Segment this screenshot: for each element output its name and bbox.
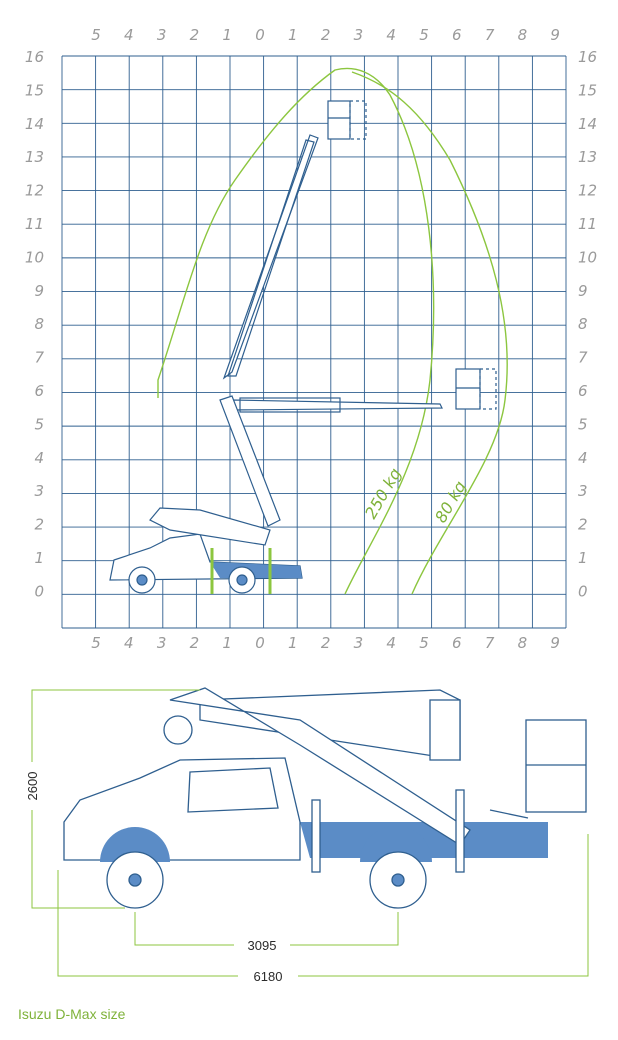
bottom-x-tick-label: 2 bbox=[321, 634, 331, 652]
bottom-x-tick-label: 8 bbox=[518, 634, 528, 652]
caption: Isuzu D-Max size bbox=[18, 1006, 126, 1022]
left-y-tick-label: 12 bbox=[25, 182, 44, 200]
right-y-tick-label: 4 bbox=[578, 449, 588, 467]
right-y-tick-label: 7 bbox=[578, 349, 588, 367]
bottom-x-axis: 5 4 3 2 1 0 1 2 3 4 5 6 7 8 9 bbox=[91, 634, 560, 652]
right-y-tick-label: 0 bbox=[578, 582, 588, 600]
left-y-tick-label: 10 bbox=[25, 248, 44, 266]
lower-boom bbox=[219, 395, 281, 527]
top-x-tick-label: 4 bbox=[124, 26, 134, 44]
top-x-axis: 5 4 3 2 1 0 1 2 3 4 5 6 7 8 9 bbox=[91, 26, 560, 44]
right-y-tick-label: 10 bbox=[578, 248, 597, 266]
right-y-tick-label: 16 bbox=[578, 48, 597, 66]
bottom-x-tick-label: 6 bbox=[452, 634, 462, 652]
top-x-tick-label: 1 bbox=[288, 26, 298, 44]
horizontal-boom bbox=[231, 399, 443, 411]
left-y-tick-label: 16 bbox=[25, 48, 44, 66]
top-x-tick-label: 6 bbox=[452, 26, 462, 44]
bottom-x-tick-label: 4 bbox=[386, 634, 396, 652]
grid bbox=[61, 55, 567, 629]
basket-top bbox=[327, 100, 351, 140]
bottom-x-tick-label: 0 bbox=[255, 634, 265, 652]
right-y-tick-label: 2 bbox=[578, 516, 588, 534]
right-y-tick-label: 9 bbox=[578, 282, 588, 300]
left-y-tick-label: 13 bbox=[25, 148, 44, 166]
top-x-tick-label: 2 bbox=[321, 26, 331, 44]
stabilizers bbox=[210, 548, 272, 594]
top-x-tick-label: 1 bbox=[222, 26, 232, 44]
top-x-tick-label: 5 bbox=[91, 26, 101, 44]
top-x-tick-label: 2 bbox=[190, 26, 200, 44]
basket-right bbox=[455, 368, 481, 410]
bottom-x-tick-label: 2 bbox=[190, 634, 200, 652]
top-x-tick-label: 7 bbox=[485, 26, 495, 44]
working-envelope bbox=[157, 67, 508, 595]
right-y-tick-label: 5 bbox=[578, 415, 588, 433]
right-y-tick-label: 12 bbox=[578, 182, 597, 200]
envelope-80kg-curve bbox=[351, 71, 508, 595]
top-x-tick-label: 5 bbox=[419, 26, 429, 44]
left-y-tick-label: 9 bbox=[34, 282, 44, 300]
envelope-250kg-curve bbox=[157, 67, 435, 595]
top-x-tick-label: 9 bbox=[550, 26, 560, 44]
left-y-tick-label: 8 bbox=[34, 315, 44, 333]
length-dimension-line bbox=[57, 834, 589, 977]
right-y-tick-label: 15 bbox=[578, 81, 597, 99]
right-y-tick-label: 11 bbox=[578, 215, 597, 233]
left-y-tick-label: 6 bbox=[34, 382, 44, 400]
height-value: 2600 bbox=[25, 772, 40, 801]
top-x-tick-label: 0 bbox=[255, 26, 265, 44]
bottom-x-tick-label: 3 bbox=[354, 634, 364, 652]
truck-basket bbox=[525, 719, 587, 813]
load-label-80kg: 80 kg bbox=[431, 478, 470, 526]
right-y-tick-label: 13 bbox=[578, 148, 597, 166]
turret bbox=[149, 507, 271, 546]
left-y-tick-label: 7 bbox=[34, 349, 44, 367]
right-y-tick-label: 6 bbox=[578, 382, 588, 400]
bottom-x-tick-label: 4 bbox=[124, 634, 134, 652]
bottom-x-tick-label: 9 bbox=[550, 634, 560, 652]
wheelbase-value: 3095 bbox=[248, 938, 277, 953]
top-x-tick-label: 8 bbox=[518, 26, 528, 44]
bottom-x-tick-label: 3 bbox=[157, 634, 167, 652]
left-y-tick-label: 14 bbox=[25, 115, 44, 133]
aerial-lift-drawing bbox=[109, 100, 497, 594]
bottom-x-tick-label: 1 bbox=[288, 634, 298, 652]
left-y-tick-label: 1 bbox=[34, 549, 44, 567]
left-y-tick-label: 11 bbox=[25, 215, 44, 233]
right-y-tick-label: 1 bbox=[578, 549, 588, 567]
top-x-tick-label: 3 bbox=[354, 26, 364, 44]
top-x-tick-label: 3 bbox=[157, 26, 167, 44]
left-y-tick-label: 15 bbox=[25, 81, 44, 99]
right-y-tick-label: 8 bbox=[578, 315, 588, 333]
length-value: 6180 bbox=[254, 969, 283, 984]
left-y-tick-label: 0 bbox=[34, 582, 44, 600]
left-y-tick-label: 5 bbox=[34, 415, 44, 433]
top-x-tick-label: 4 bbox=[386, 26, 396, 44]
left-y-tick-label: 2 bbox=[34, 516, 44, 534]
right-y-tick-label: 3 bbox=[578, 482, 588, 500]
bottom-x-tick-label: 5 bbox=[91, 634, 101, 652]
bottom-x-tick-label: 1 bbox=[222, 634, 232, 652]
bottom-x-tick-label: 7 bbox=[485, 634, 495, 652]
left-y-tick-label: 4 bbox=[34, 449, 44, 467]
left-y-tick-label: 3 bbox=[34, 482, 44, 500]
bottom-x-tick-label: 5 bbox=[419, 634, 429, 652]
right-y-tick-label: 14 bbox=[578, 115, 597, 133]
truck-side-view bbox=[63, 687, 587, 909]
